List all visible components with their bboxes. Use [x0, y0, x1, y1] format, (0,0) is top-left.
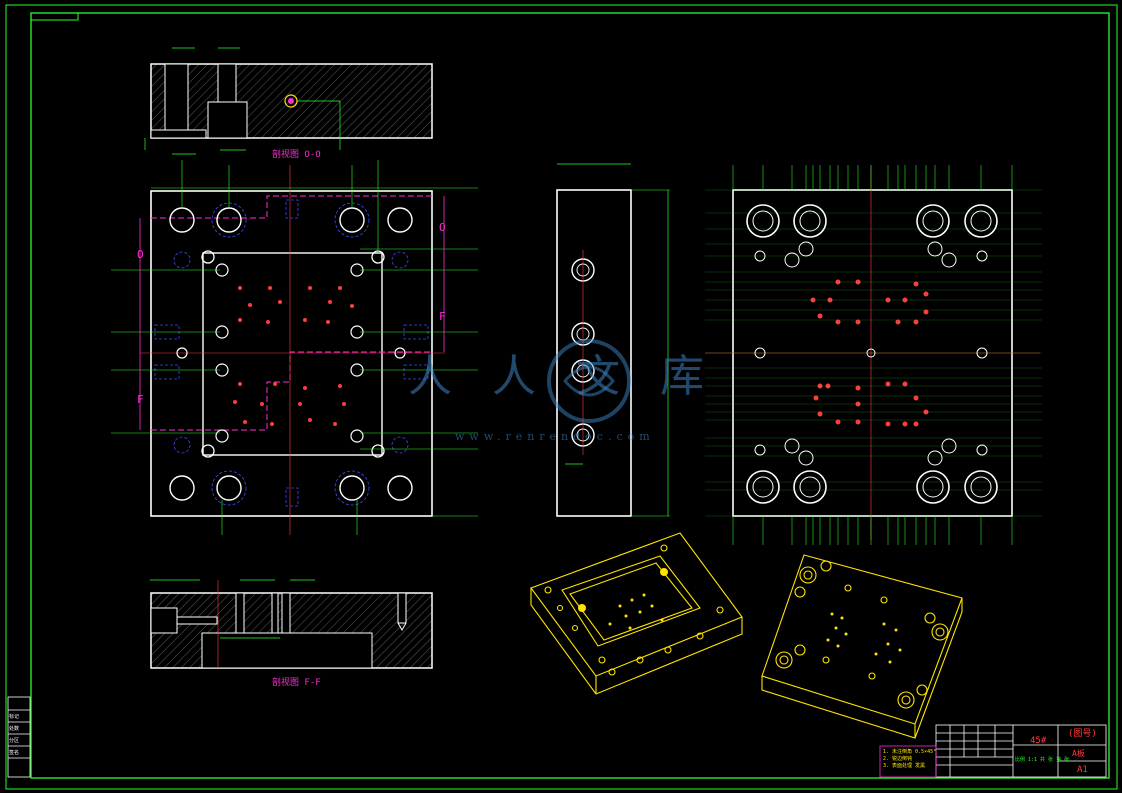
isometric-view-2	[761, 554, 963, 739]
corner-tab	[31, 13, 79, 21]
plan-view-right	[705, 165, 1042, 545]
title-block-frame	[935, 724, 1107, 778]
revision-strip	[7, 696, 31, 778]
plan-view-left	[111, 160, 478, 535]
part-number-label: (图号)	[1068, 729, 1097, 739]
revision-labels: 标记 处数 分区 签名	[9, 711, 19, 759]
section-mark-o-left: O	[137, 248, 144, 261]
isometric-view-1	[530, 532, 743, 695]
section-view-bottom	[150, 579, 433, 669]
rev-row-3: 分区	[9, 738, 20, 744]
section-mark-o-right: O	[439, 221, 446, 234]
rev-row-2: 处数	[9, 726, 20, 732]
watermark-logo-icon	[547, 339, 631, 423]
rev-row-1: 标记	[9, 714, 20, 720]
note-1: 1. 未注倒角 0.5×45°	[883, 749, 937, 755]
section-view-top	[144, 47, 433, 155]
material-label: 45#	[1030, 736, 1047, 746]
sheet-size-label: A1	[1077, 765, 1088, 775]
outer-border	[5, 4, 1118, 790]
inner-border	[30, 12, 1110, 779]
section-mark-f-right: F	[439, 310, 446, 323]
section-label-top: 剖视图 O-O	[272, 150, 321, 160]
technical-notes: 1. 未注倒角 0.5×45° 2. 锐边倒钝 3. 表面处理 发黑	[883, 749, 936, 770]
note-2: 2. 锐边倒钝	[883, 756, 913, 762]
scale-row: 比例 1:1 共 张 第 张	[1015, 757, 1070, 763]
note-3: 3. 表面处理 发黑	[883, 763, 926, 769]
rev-row-4: 签名	[9, 750, 20, 756]
side-view	[556, 163, 670, 517]
part-name-label: A板	[1072, 749, 1085, 758]
watermark-url: www.renrendoc.com	[455, 430, 655, 443]
watermark-text: 人人文库	[408, 351, 744, 402]
section-mark-f-left: F	[137, 393, 144, 406]
notes-frame	[879, 745, 937, 778]
section-label-bottom: 剖视图 F-F	[272, 678, 321, 688]
